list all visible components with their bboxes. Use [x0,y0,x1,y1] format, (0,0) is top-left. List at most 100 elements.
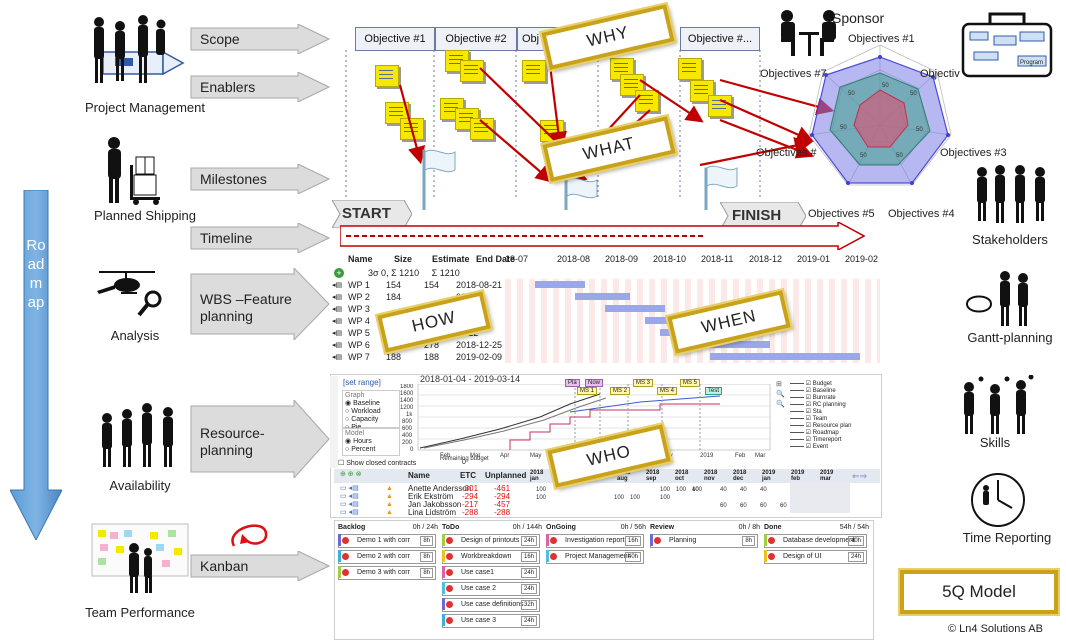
row-icons[interactable]: ▭ ◂▤ [340,485,359,492]
status-dot-icon [768,537,775,544]
res-col-unplanned: Unplanned [485,471,527,480]
person-etc: -294 [462,492,479,501]
gantt-add-icon[interactable]: + [334,268,344,278]
legend-item[interactable]: ☑ Timereport [790,437,880,444]
row-icons[interactable]: ▭ ◂▤ [340,501,359,508]
gantt-row-name: WP 3 [348,304,370,314]
expand-icon[interactable]: ◂▤ [332,294,343,301]
kanban-card-hours: 16h [520,552,537,562]
model-option[interactable]: ◉ Hours [345,438,372,445]
gantt-row-estimate: 188 [424,352,440,362]
radar-chart: 50 50 50 50 50 50 50 [800,25,960,225]
legend-item[interactable]: ☑ Budget [790,381,880,388]
legend-item[interactable]: ☑ RC planning [790,402,880,409]
radar-tick: 50 [848,91,855,97]
gantt-month: 2018-08 [557,254,591,264]
res-month: 2018 aug [617,470,631,482]
milestone-tag: MS 5 [680,379,701,387]
radar-tick: 50 [882,83,889,89]
availability-label: Availability [109,478,171,493]
svg-text:1600: 1600 [400,391,414,397]
show-closed-checkbox[interactable]: ☐ Show closed contracts [338,460,417,467]
set-range-link[interactable]: [set range] [343,378,381,387]
graph-options-title: Graph [345,392,365,399]
legend-item[interactable]: ☑ Baseline [790,388,880,395]
kanban-card-hours: 8h [420,552,433,562]
resource-legend: ☑ Budget ☑ Baseline ☑ Burnrate ☑ RC plan… [790,381,880,451]
expand-icon[interactable]: ◂▤ [332,330,343,337]
expand-icon[interactable]: ◂▤ [332,354,343,361]
planned-shipping-icon [100,135,170,205]
radar-tick: 50 [896,153,903,159]
graph-option[interactable]: ○ Pie [345,424,362,431]
legend-item[interactable]: ☑ Roadmap [790,430,880,437]
gantt-month: 2019-02 [845,254,879,264]
kanban-card-title: Database development [783,537,855,544]
zoom-controls[interactable]: ⊞🔍🔍 [776,381,785,408]
legend-item[interactable]: ☑ Resource plan [790,423,880,430]
svg-text:1400: 1400 [400,398,414,404]
milestone-tag: Now [585,379,604,387]
radar-tick: 50 [860,153,867,159]
milestones-label: Milestones [200,171,267,187]
svg-text:2019: 2019 [700,453,714,459]
legend-item[interactable]: ☑ Team [790,416,880,423]
milestone-tag: MS 3 [633,379,654,387]
model-option-label: Percent [351,446,376,453]
status-dot-icon [446,537,453,544]
res-month: 2018 nov [704,470,718,482]
graph-option[interactable]: ○ Capacity [345,416,379,423]
svg-text:40: 40 [760,487,767,493]
resource-table-icons[interactable]: ⊕ ⊕ ⊗ [340,471,362,478]
svg-text:100: 100 [536,495,547,501]
legend-item[interactable]: ☑ Burnrate [790,395,880,402]
legend-item[interactable]: ☑ Sta [790,409,880,416]
graph-option[interactable]: ○ Workload [345,408,381,415]
expand-icon[interactable]: ◂▤ [332,306,343,313]
gantt-row-estimate: 278 [424,340,440,350]
gantt-col-end: End Date [476,254,516,264]
res-month: 2018 sep [646,470,660,482]
row-icons[interactable]: ▭ ◂▤ [340,493,359,500]
graph-option[interactable]: ◉ Baseline [345,400,380,407]
svg-text:May: May [530,453,541,459]
gantt-row-size: 154 [386,280,402,290]
scope-label: Scope [200,31,240,47]
gantt-col-name: Name [348,254,373,264]
legend-item[interactable]: ☑ Event [790,444,880,451]
legend-label: Team [812,416,828,422]
expand-icon[interactable]: ◂▤ [332,318,343,325]
person-name: Jan Jakobsson [408,500,462,509]
time-reporting-label: Time Reporting [962,530,1052,545]
graph-option-label: Baseline [353,400,380,407]
graph-option-label: Workload [351,408,381,415]
res-scroll-arrows[interactable]: ⇐⇒ [852,471,868,481]
model-option[interactable]: ○ Percent [345,446,376,453]
kanban-label: Kanban [200,558,249,574]
expand-icon[interactable]: ◂▤ [332,282,343,289]
team-performance-icon [90,522,190,594]
expand-icon[interactable]: ◂▤ [332,342,343,349]
res-month: 2018 dec [733,470,747,482]
copyright: © Ln4 Solutions AB [948,623,1043,635]
row-icons[interactable]: ▭ ◂▤ [340,509,359,516]
gantt-col-size: Size [394,254,413,264]
